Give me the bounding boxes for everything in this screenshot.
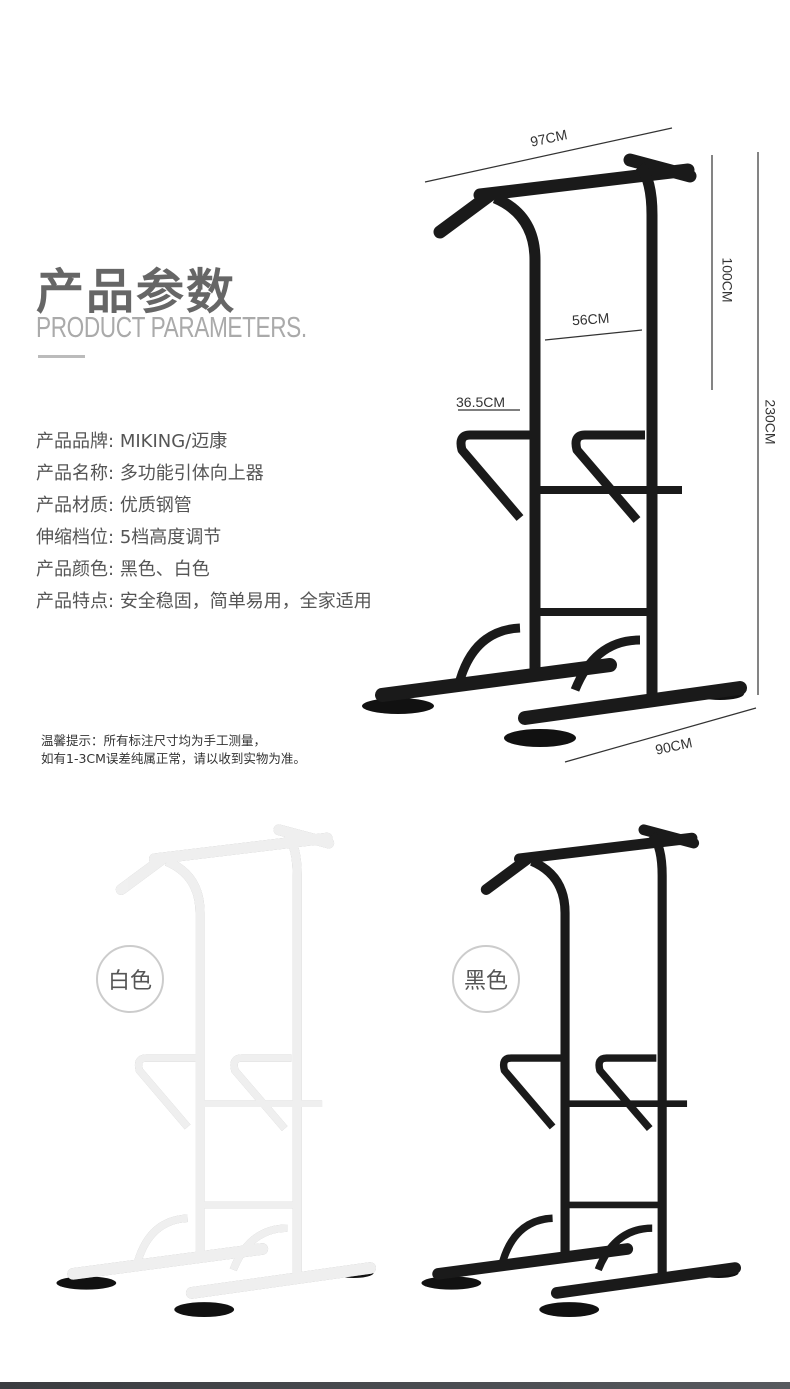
spec-label: 产品颜色: (36, 559, 115, 580)
rack-main-image (362, 127, 759, 763)
title-en: PRODUCT PARAMETERS. (36, 312, 307, 344)
spec-value: 5档高度调节 (119, 527, 222, 548)
dimension-lines (424, 127, 759, 763)
rack-color-variants (56, 800, 790, 1318)
title-cn: 产品参数 (36, 264, 237, 320)
bottom-bar (0, 1382, 790, 1389)
dim-upper-height: 100CM (719, 257, 736, 303)
spec-adjust: 伸缩档位: 5档高度调节 (36, 522, 221, 554)
spec-value: 黑色、白色 (119, 559, 210, 580)
spec-value: MIKING/迈康 (119, 431, 228, 452)
spec-label: 产品特点: (36, 591, 115, 612)
spec-label: 产品品牌: (36, 431, 115, 452)
title-underline (38, 355, 85, 358)
dim-total-height: 230CM (762, 399, 779, 445)
dim-inner-width: 56CM (571, 309, 610, 329)
color-badge-black: 黑色 (452, 945, 520, 1013)
spec-brand: 产品品牌: MIKING/迈康 (36, 426, 227, 458)
spec-features: 产品特点: 安全稳固，简单易用，全家适用 (36, 586, 372, 618)
note-line1: 温馨提示：所有标注尺寸均为手工测量， (41, 733, 267, 748)
spec-material: 产品材质: 优质钢管 (36, 490, 192, 522)
spec-label: 伸缩档位: (36, 527, 115, 548)
spec-color: 产品颜色: 黑色、白色 (36, 554, 210, 586)
spec-label: 产品名称: (36, 463, 115, 484)
rack-white-image (56, 830, 373, 1318)
spec-label: 产品材质: (36, 495, 115, 516)
spec-value: 优质钢管 (119, 495, 192, 516)
spec-name: 产品名称: 多功能引体向上器 (36, 458, 264, 490)
spec-value: 多功能引体向上器 (119, 463, 264, 484)
spec-value: 安全稳固，简单易用，全家适用 (119, 591, 372, 612)
note-line2: 如有1-3CM误差纯属正常，请以收到实物为准。 (41, 751, 306, 766)
color-badge-white: 白色 (96, 945, 164, 1013)
rack-black-image (421, 830, 738, 1318)
dim-dip-width: 36.5CM (456, 394, 506, 410)
